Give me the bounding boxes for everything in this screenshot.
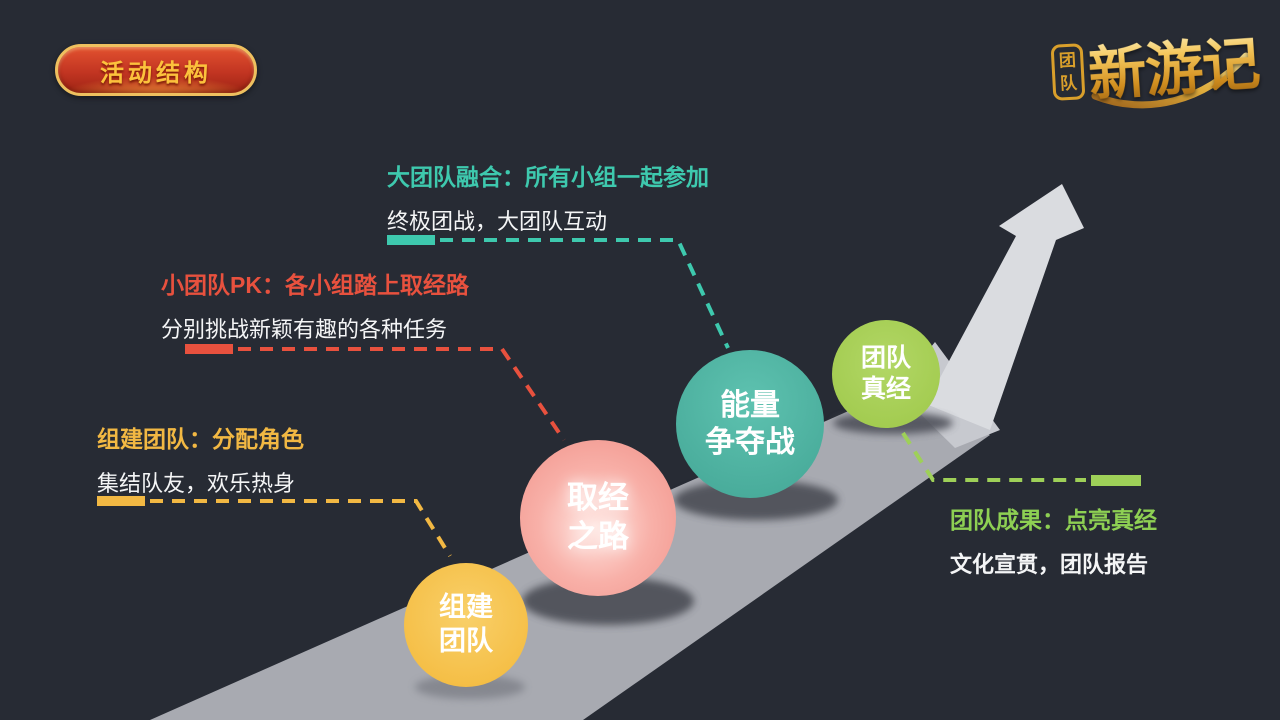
annotation-subtitle: 终极团战，大团队互动 <box>387 209 608 234</box>
annotation-small-team-pk: 小团队PK：各小组踏上取经路 分别挑战新颖有趣的各种任务 <box>161 266 469 344</box>
step-circle-energy-battle: 能量争夺战 <box>676 350 824 498</box>
step-label: 组建团队 <box>439 592 493 656</box>
connector-bar-yellow <box>97 496 145 506</box>
connector-line-red <box>238 347 566 442</box>
annotation-big-team: 大团队融合：所有小组一起参加 终极团战，大团队互动 <box>387 158 709 236</box>
connector-line-teal <box>440 238 730 349</box>
step-circle-journey: 取经之路 <box>520 440 676 596</box>
annotation-subtitle: 文化宣贯，团队报告 <box>950 552 1149 577</box>
annotation-subtitle: 集结队友，欢乐热身 <box>97 471 296 496</box>
annotation-title: 小团队PK：各小组踏上取经路 <box>161 272 469 298</box>
annotation-title: 团队成果：点亮真经 <box>950 507 1157 533</box>
connector-line-yellow <box>150 499 452 558</box>
brand-logo: 团队 新游记 <box>1030 14 1270 114</box>
annotation-subtitle: 分别挑战新颖有趣的各种任务 <box>161 317 448 342</box>
step-label: 取经之路 <box>567 480 629 554</box>
annotation-title: 组建团队：分配角色 <box>97 426 304 452</box>
step-circle-team-scripture: 团队真经 <box>832 320 940 428</box>
connector-line-green <box>901 431 1086 482</box>
logo-wordmark: 新游记 <box>1085 16 1261 112</box>
annotation-title: 大团队融合：所有小组一起参加 <box>387 164 709 190</box>
annotation-build-team: 组建团队：分配角色 集结队友，欢乐热身 <box>97 420 304 498</box>
connector-bar-green <box>1091 475 1141 486</box>
step-label: 团队真经 <box>860 343 911 403</box>
step-label: 能量争夺战 <box>705 388 795 460</box>
section-title-badge: 活动结构 <box>55 44 257 96</box>
connector-bar-red <box>185 344 233 354</box>
annotation-team-result: 团队成果：点亮真经 文化宣贯，团队报告 <box>950 501 1157 579</box>
logo-seal: 团队 <box>1050 43 1086 101</box>
logo-swoosh <box>1091 52 1250 109</box>
up-arrow-shape <box>926 184 1084 430</box>
ball-shadow <box>674 480 838 520</box>
step-circle-build-team: 组建团队 <box>404 563 528 687</box>
connector-bar-teal <box>387 235 435 245</box>
section-title-label: 活动结构 <box>100 59 212 87</box>
